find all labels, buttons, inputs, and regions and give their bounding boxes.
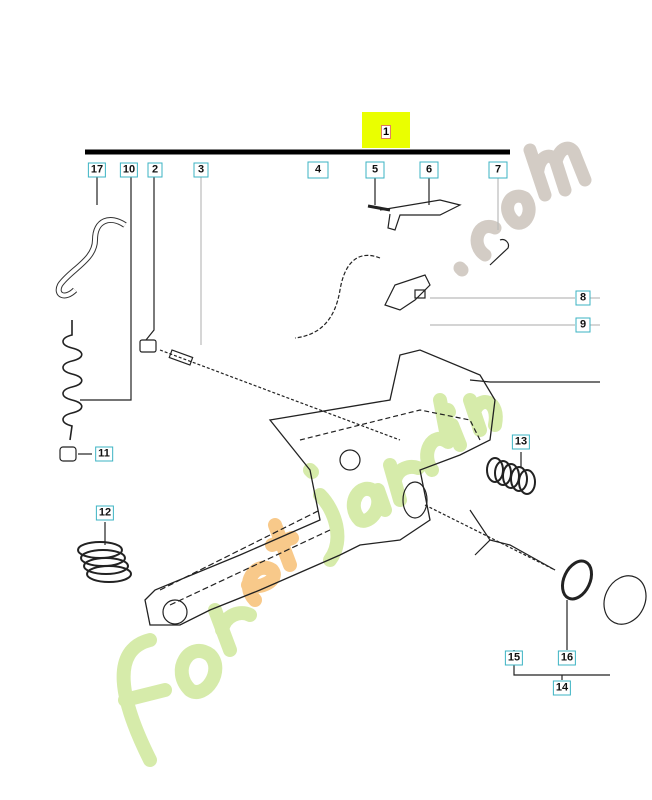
callout-4[interactable]: 4 [307,161,329,179]
callout-13[interactable]: 13 [511,434,531,450]
callout-12[interactable]: 12 [95,505,115,521]
callout-7[interactable]: 7 [488,161,508,179]
callout-3[interactable]: 3 [193,162,209,178]
callout-10[interactable]: 10 [119,162,139,178]
callout-17[interactable]: 17 [87,162,107,178]
callout-1[interactable]: 1 [380,125,392,139]
callout-11[interactable]: 11 [95,446,113,462]
callout-6[interactable]: 6 [419,161,439,179]
watermark-logo [116,141,592,767]
callout-5[interactable]: 5 [365,161,385,179]
callout-15[interactable]: 15 [504,650,524,666]
callout-9[interactable]: 9 [575,317,591,333]
callout-14[interactable]: 14 [552,680,572,696]
callout-8[interactable]: 8 [575,290,591,306]
callout-16[interactable]: 16 [557,650,577,666]
callout-2[interactable]: 2 [147,162,163,178]
